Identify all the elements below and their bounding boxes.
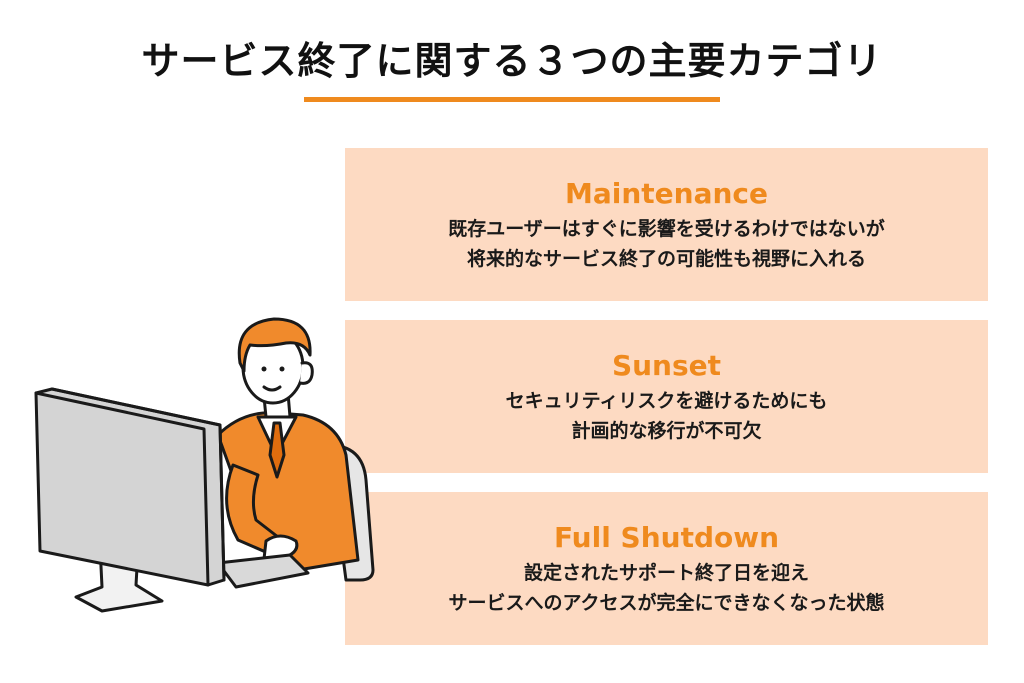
category-description: 既存ユーザーはすぐに影響を受けるわけではないが 将来的なサービス終了の可能性も視…	[345, 214, 988, 274]
description-line: 将来的なサービス終了の可能性も視野に入れる	[466, 248, 866, 270]
category-description: 設定されたサポート終了日を迎え サービスへのアクセスが完全にできなくなった状態	[345, 558, 988, 618]
category-heading: Sunset	[611, 349, 722, 382]
hair-icon	[237, 317, 312, 373]
category-card-sunset: Sunset セキュリティリスクを避けるためにも 計画的な移行が不可欠	[345, 320, 988, 473]
businessman-at-computer-icon	[34, 317, 375, 613]
description-line: 既存ユーザーはすぐに影響を受けるわけではないが	[448, 218, 885, 240]
description-line: 設定されたサポート終了日を迎え	[523, 562, 809, 584]
tie-icon	[268, 421, 286, 479]
description-line: 計画的な移行が不可欠	[571, 420, 762, 442]
category-heading: Maintenance	[564, 177, 768, 210]
category-card-full-shutdown: Full Shutdown 設定されたサポート終了日を迎え サービスへのアクセス…	[345, 492, 988, 645]
page-title: サービス終了に関する３つの主要カテゴリ	[141, 39, 883, 83]
keyboard-icon	[216, 553, 310, 589]
description-line: サービスへのアクセスが完全にできなくなった状態	[448, 592, 885, 614]
title-underline	[304, 97, 720, 102]
description-line: セキュリティリスクを避けるためにも	[505, 390, 828, 412]
category-heading: Full Shutdown	[553, 521, 780, 554]
category-description: セキュリティリスクを避けるためにも 計画的な移行が不可欠	[345, 386, 988, 446]
category-card-maintenance: Maintenance 既存ユーザーはすぐに影響を受けるわけではないが 将来的な…	[345, 148, 988, 301]
